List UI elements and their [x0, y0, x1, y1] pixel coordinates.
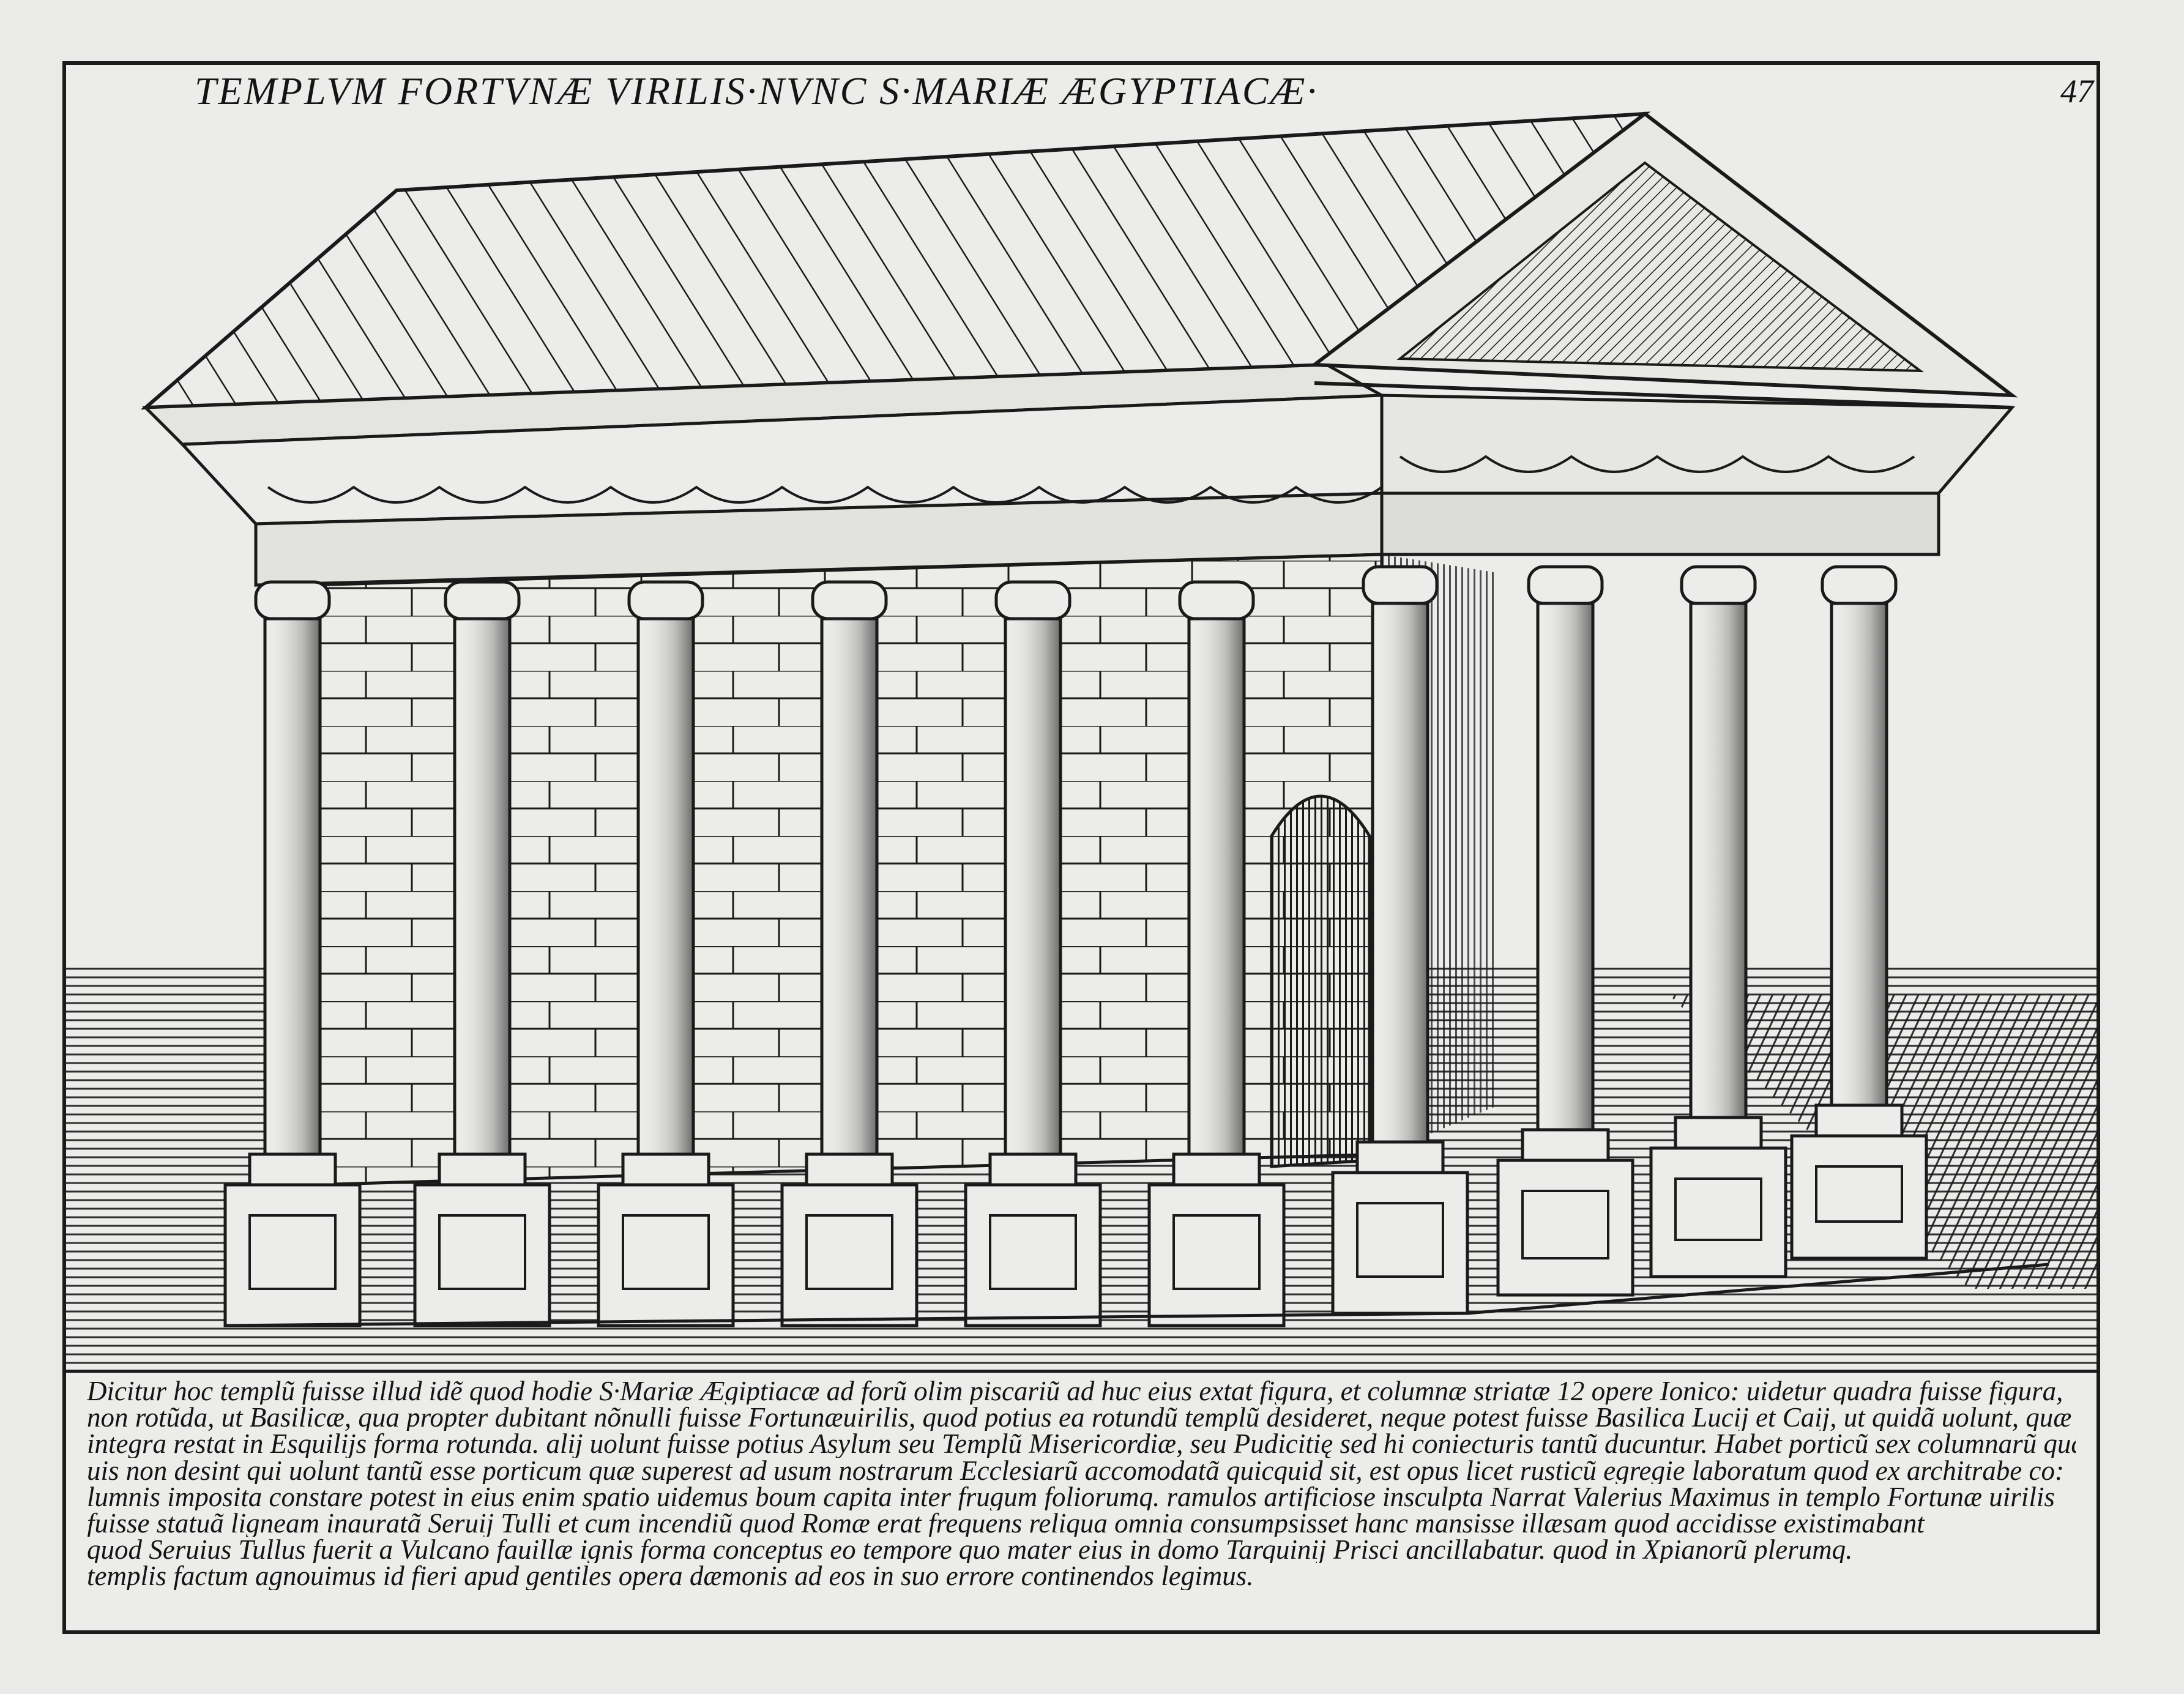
caption-line: uis non desint qui uolunt tantũ esse por…	[87, 1457, 2064, 1484]
column	[780, 580, 919, 1327]
plate-number: 47	[2060, 73, 2093, 110]
caption-divider	[62, 1370, 2100, 1373]
plate-title: TEMPLVM FORTVNÆ VIRILIS·NVNC S·MARIÆ ÆGY…	[195, 69, 1319, 113]
doorway-arch	[1270, 794, 1371, 1168]
colonnade	[223, 565, 1928, 1327]
caption-line: integra restat in Esquilijs forma rotund…	[87, 1431, 2076, 1458]
caption-line: Dicitur hoc templũ fuisse illud idẽ quod…	[87, 1378, 2063, 1405]
caption-line: templis factum agnouimus id fieri apud g…	[87, 1563, 1254, 1590]
roof	[140, 111, 1651, 446]
caption-line: lumnis imposita constare potest in eius …	[87, 1483, 2055, 1511]
column	[597, 580, 735, 1327]
column	[223, 580, 362, 1327]
column	[413, 580, 551, 1327]
caption-line: non rotũda, ut Basilicæ, qua propter dub…	[87, 1405, 2076, 1431]
column	[1790, 565, 1928, 1260]
column	[1649, 565, 1787, 1278]
column	[1496, 565, 1634, 1297]
column	[1331, 565, 1469, 1315]
pediment	[1309, 111, 2018, 409]
temple-engraving	[66, 111, 2096, 1368]
column	[1147, 580, 1286, 1327]
caption-line: fuisse statuã ligneam inauratã Seruij Tu…	[87, 1510, 1925, 1537]
stylobate	[225, 1263, 2049, 1327]
caption-text-block: Dicitur hoc templũ fuisse illud idẽ quod…	[87, 1378, 2076, 1590]
column	[964, 580, 1102, 1327]
caption-line: quod Seruius Tullus fuerit a Vulcano fau…	[87, 1537, 1853, 1564]
